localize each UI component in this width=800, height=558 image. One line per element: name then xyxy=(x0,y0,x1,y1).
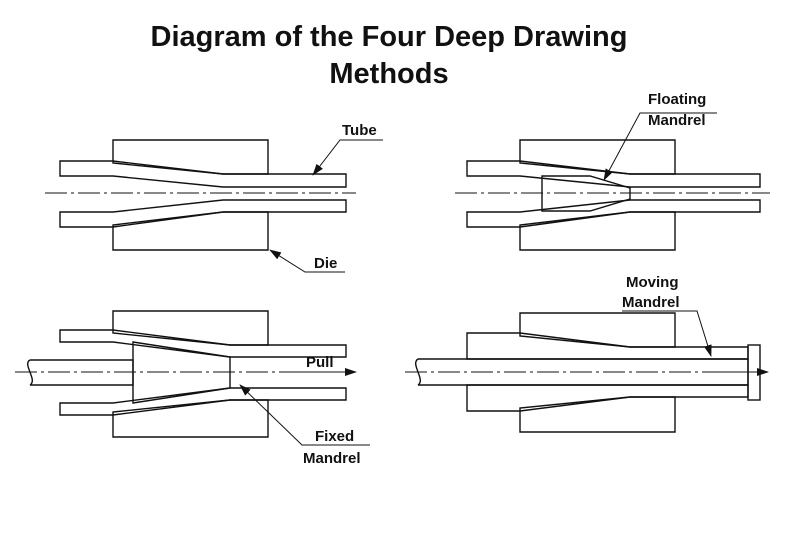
tube-wall-lower xyxy=(466,384,749,412)
method-moving-mandrel: Moving Mandrel xyxy=(405,274,769,433)
die-lower xyxy=(519,396,676,433)
tube-wall-upper xyxy=(59,160,347,188)
die-upper xyxy=(112,139,269,175)
floating-mandrel xyxy=(541,175,631,212)
diagram-title-line2: Methods xyxy=(329,58,448,90)
method-fixed-mandrel: Pull Fixed Mandrel xyxy=(15,310,370,467)
tube-label: Tube xyxy=(342,122,377,139)
tube-wall-upper xyxy=(59,329,347,358)
fixed-mandrel-leader xyxy=(239,384,370,446)
floating-label-line1: Floating xyxy=(648,91,706,108)
fixed-mandrel-plug xyxy=(132,341,231,404)
die-upper xyxy=(519,139,676,175)
pull-label: Pull xyxy=(306,354,334,371)
die-lower xyxy=(519,211,676,251)
tube-wall-upper xyxy=(466,332,749,360)
tube-wall-lower xyxy=(59,199,347,228)
tube-wall-lower xyxy=(59,387,347,416)
die-upper xyxy=(519,312,676,348)
method-tube-sinking: Tube Die xyxy=(45,122,383,273)
floating-mandrel-leader xyxy=(603,112,717,181)
tube-wall-upper xyxy=(466,160,761,188)
tube-wall-lower xyxy=(466,199,761,228)
die-leader xyxy=(269,249,345,273)
method-floating-mandrel: Floating Mandrel xyxy=(455,91,770,251)
die-label: Die xyxy=(314,255,337,272)
fixed-label-line2: Mandrel xyxy=(303,450,361,467)
moving-label-line2: Mandrel xyxy=(622,294,680,311)
fixed-label-line1: Fixed xyxy=(315,428,354,445)
tube-leader xyxy=(312,139,383,176)
die-lower xyxy=(112,211,269,251)
diagram-title-line1: Diagram of the Four Deep Drawing xyxy=(151,21,628,53)
moving-mandrel-leader xyxy=(622,310,712,357)
moving-label-line1: Moving xyxy=(626,274,679,291)
floating-label-line2: Mandrel xyxy=(648,112,706,129)
